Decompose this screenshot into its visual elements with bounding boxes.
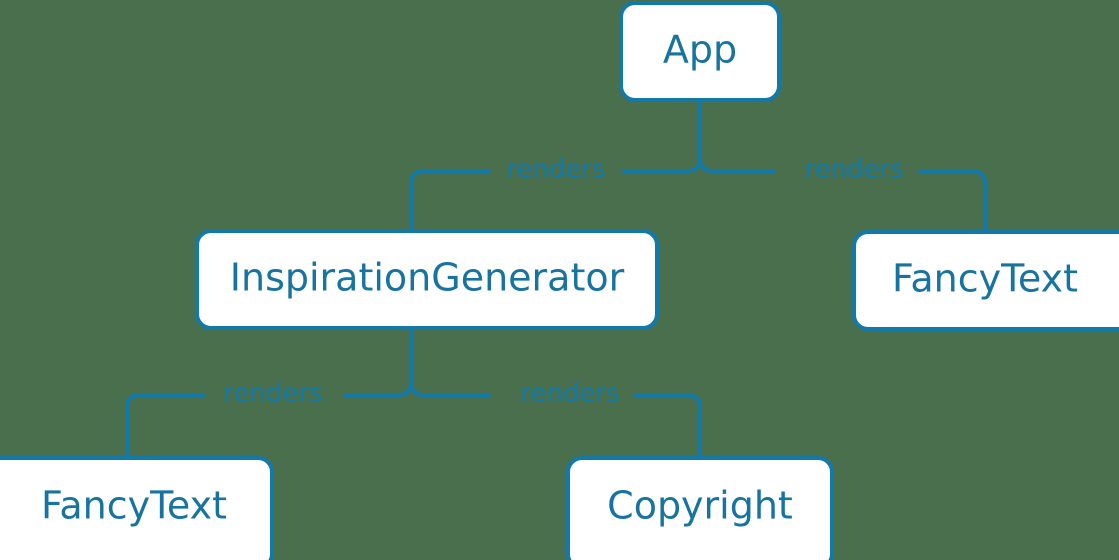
node-fancytext-bottom-label: FancyText (41, 484, 227, 528)
edge-segment-down-to-fancytext-right (918, 169, 987, 234)
node-inspirationgenerator[interactable]: InspirationGenerator (195, 229, 659, 330)
edge-app-to-inspirationgenerator: renders (409, 98, 702, 233)
node-app-label: App (663, 28, 737, 72)
edge-label-renders-inspirationgenerator-copyright: renders (520, 379, 619, 409)
node-inspirationgenerator-box[interactable] (195, 229, 659, 330)
edge-segment-down-to-inspirationgenerator (409, 169, 491, 233)
edge-app-to-fancytext-right: renders (698, 155, 987, 234)
node-fancytext-right-label: FancyText (892, 257, 1078, 301)
edge-inspirationgenerator-to-fancytext: renders (125, 326, 413, 460)
edge-segment-down-to-copyright (633, 393, 702, 460)
edge-segment-junction2-left (343, 380, 413, 397)
node-fancytext-right-box[interactable] (852, 230, 1119, 331)
edge-segment-junction-right (698, 156, 776, 173)
node-fancytext-bottom[interactable]: FancyText (0, 456, 274, 560)
node-inspirationgenerator-label: InspirationGenerator (230, 256, 625, 300)
edge-label-renders-app-fancytext: renders (804, 155, 903, 185)
node-app-box[interactable] (619, 1, 781, 102)
node-app[interactable]: App (619, 1, 781, 102)
edge-label-renders-inspirationgenerator-fancytext: renders (223, 379, 322, 409)
node-copyright-label: Copyright (607, 484, 793, 528)
edge-segment-junction2-right (409, 380, 491, 397)
edge-segment-junction-left (633, 156, 702, 173)
node-fancytext-bottom-box[interactable] (0, 456, 274, 560)
node-copyright-box[interactable] (566, 456, 834, 560)
edge-label-renders-app-inspirationgenerator: renders (506, 155, 605, 185)
node-copyright[interactable]: Copyright (566, 456, 834, 560)
edge-segment-down-to-fancytext-bottom (125, 393, 206, 460)
node-fancytext-right[interactable]: FancyText (852, 230, 1119, 331)
edge-inspirationgenerator-to-copyright: renders (409, 379, 702, 460)
